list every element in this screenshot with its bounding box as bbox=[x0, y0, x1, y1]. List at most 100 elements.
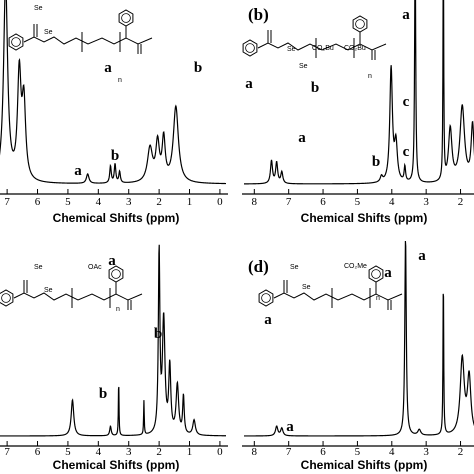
chem-label: CO₂Bu bbox=[312, 45, 334, 52]
x-tick-label: 2 bbox=[458, 196, 464, 208]
x-tick-label: 2 bbox=[156, 446, 162, 458]
x-tick-label: 6 bbox=[35, 446, 41, 458]
x-tick-label: 1 bbox=[187, 446, 193, 458]
x-tick-label: 6 bbox=[320, 446, 326, 458]
repeat-unit-n: n bbox=[116, 306, 120, 313]
x-tick-label: 3 bbox=[126, 446, 132, 458]
pendant-phenyl-ring bbox=[118, 9, 134, 27]
chem-label: Se bbox=[287, 46, 296, 53]
aromatic-circle bbox=[111, 269, 121, 279]
peak-assignment-label: a bbox=[104, 60, 112, 76]
x-tick-label: 4 bbox=[96, 446, 102, 458]
chem-label: CO₂Me bbox=[344, 263, 367, 270]
x-tick-label: 7 bbox=[286, 446, 292, 458]
spectrum-trace bbox=[244, 0, 474, 185]
phenoxy-ring bbox=[0, 289, 14, 307]
panel-label: (b) bbox=[248, 5, 269, 24]
x-tick-label: 5 bbox=[355, 446, 361, 458]
x-tick-label: 3 bbox=[423, 446, 429, 458]
x-tick-label: 2 bbox=[458, 446, 464, 458]
peak-assignment-label: b bbox=[311, 80, 319, 96]
x-tick-label: 5 bbox=[65, 446, 71, 458]
repeat-unit-n: n bbox=[376, 295, 380, 302]
x-tick-label: 5 bbox=[355, 196, 361, 208]
x-tick-label: 8 bbox=[252, 196, 258, 208]
chem-label: OAc bbox=[88, 264, 102, 271]
peak-assignment-label: b bbox=[154, 326, 162, 342]
chem-label: Se bbox=[299, 63, 308, 70]
peak-assignment-label: a bbox=[418, 248, 426, 264]
peak-assignment-label: b bbox=[111, 148, 119, 164]
x-tick-label: 4 bbox=[96, 196, 102, 208]
peak-assignment-label: a bbox=[245, 76, 253, 92]
x-tick-label: 5 bbox=[65, 196, 71, 208]
pendant-phenyl-ring bbox=[108, 265, 124, 283]
peak-assignment-label: b bbox=[99, 386, 107, 402]
backbone-bond bbox=[23, 36, 153, 45]
x-tick-label: 1 bbox=[187, 196, 193, 208]
spectrum-trace bbox=[0, 244, 226, 437]
phenoxy-ring bbox=[242, 39, 258, 57]
chem-label: Se bbox=[34, 5, 43, 12]
peak-assignment-label: b bbox=[372, 154, 380, 170]
chem-label: Se bbox=[44, 29, 53, 36]
repeat-unit-n: n bbox=[118, 77, 122, 84]
chem-label: Se bbox=[34, 264, 43, 271]
peak-assignment-label: a bbox=[298, 130, 306, 146]
panel-label: (d) bbox=[248, 257, 269, 276]
x-tick-label: 2 bbox=[156, 196, 162, 208]
pendant-phenyl-ring bbox=[352, 15, 368, 33]
peak-assignment-label: a bbox=[384, 265, 392, 281]
x-tick-label: 0 bbox=[217, 446, 223, 458]
peak-assignment-label: a bbox=[286, 419, 294, 435]
aromatic-circle bbox=[1, 293, 11, 303]
aromatic-circle bbox=[355, 19, 365, 29]
peak-assignment-label: a bbox=[402, 7, 410, 23]
chem-label: CO₂Bu bbox=[344, 45, 366, 52]
backbone-bond bbox=[273, 292, 403, 301]
x-tick-label: 3 bbox=[423, 196, 429, 208]
x-tick-label: 4 bbox=[389, 196, 395, 208]
x-axis-title: Chemical Shifts (ppm) bbox=[53, 211, 180, 225]
x-tick-label: 3 bbox=[126, 196, 132, 208]
aromatic-circle bbox=[11, 37, 21, 47]
repeat-unit-n: n bbox=[368, 73, 372, 80]
peak-assignment-label: c bbox=[403, 144, 410, 160]
x-tick-label: 4 bbox=[389, 446, 395, 458]
x-axis-title: Chemical Shifts (ppm) bbox=[301, 458, 428, 472]
chem-label: Se bbox=[44, 287, 53, 294]
backbone-bond bbox=[13, 292, 143, 301]
aromatic-circle bbox=[121, 13, 131, 23]
phenoxy-ring bbox=[8, 33, 24, 51]
peak-assignment-label: a bbox=[74, 163, 82, 179]
x-tick-label: 6 bbox=[320, 196, 326, 208]
x-tick-label: 7 bbox=[286, 196, 292, 208]
aromatic-circle bbox=[245, 43, 255, 53]
peak-assignment-label: b bbox=[194, 60, 202, 76]
aromatic-circle bbox=[371, 269, 381, 279]
spectrum-trace bbox=[244, 240, 474, 437]
aromatic-circle bbox=[261, 293, 271, 303]
pendant-phenyl-ring bbox=[368, 265, 384, 283]
x-tick-label: 8 bbox=[252, 446, 258, 458]
chem-label: Se bbox=[302, 284, 311, 291]
peak-assignment-label: c bbox=[403, 94, 410, 110]
x-tick-label: 6 bbox=[35, 196, 41, 208]
x-tick-label: 7 bbox=[4, 446, 10, 458]
phenoxy-ring bbox=[258, 289, 274, 307]
x-axis-title: Chemical Shifts (ppm) bbox=[301, 211, 428, 225]
peak-assignment-label: a bbox=[108, 253, 116, 269]
x-tick-label: 0 bbox=[217, 196, 223, 208]
spectrum-trace bbox=[0, 0, 227, 185]
chem-label: Se bbox=[290, 264, 299, 271]
peak-assignment-label: a bbox=[264, 312, 272, 328]
